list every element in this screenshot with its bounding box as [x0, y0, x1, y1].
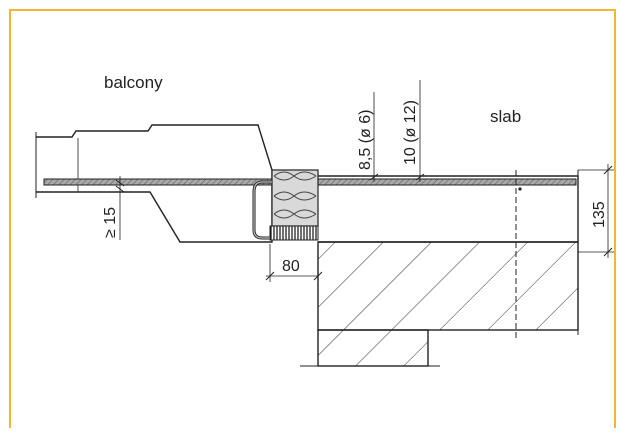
- wall-section: [317, 241, 579, 331]
- dim-min-depth-tick-top: [115, 179, 125, 187]
- dim-min-depth-label: ≥ 15: [102, 207, 119, 238]
- slab-label: slab: [490, 107, 521, 126]
- dim-ledge-tick-right: [313, 271, 323, 281]
- dim-bar1-label: 8,5 (ø 6): [357, 110, 374, 170]
- dim-bar1-tick: [369, 173, 379, 181]
- dim-slab-tick-bottom: [603, 247, 613, 257]
- dim-ledge-tick-left: [265, 271, 275, 281]
- fire-strip: [269, 225, 319, 241]
- dim-bar2-label: 10 (ø 12): [402, 100, 419, 165]
- frame-border: [9, 9, 616, 428]
- insulation-pattern: [273, 171, 317, 219]
- slab-element: [318, 175, 579, 243]
- balcony-label: balcony: [104, 73, 163, 92]
- dim-ledge-label: 80: [282, 258, 300, 275]
- rebar-dot: [518, 187, 522, 191]
- dim-slab-label: 135: [591, 201, 608, 228]
- dim-min-depth-tick-bottom: [115, 185, 125, 193]
- hook-bar: [252, 180, 272, 240]
- dim-bar2-tick: [415, 173, 425, 181]
- hook-bar-inner: [253, 181, 272, 239]
- balcony-element: [36, 124, 273, 243]
- dim-slab-tick-top: [603, 165, 613, 175]
- wall-lower-section: [317, 329, 429, 367]
